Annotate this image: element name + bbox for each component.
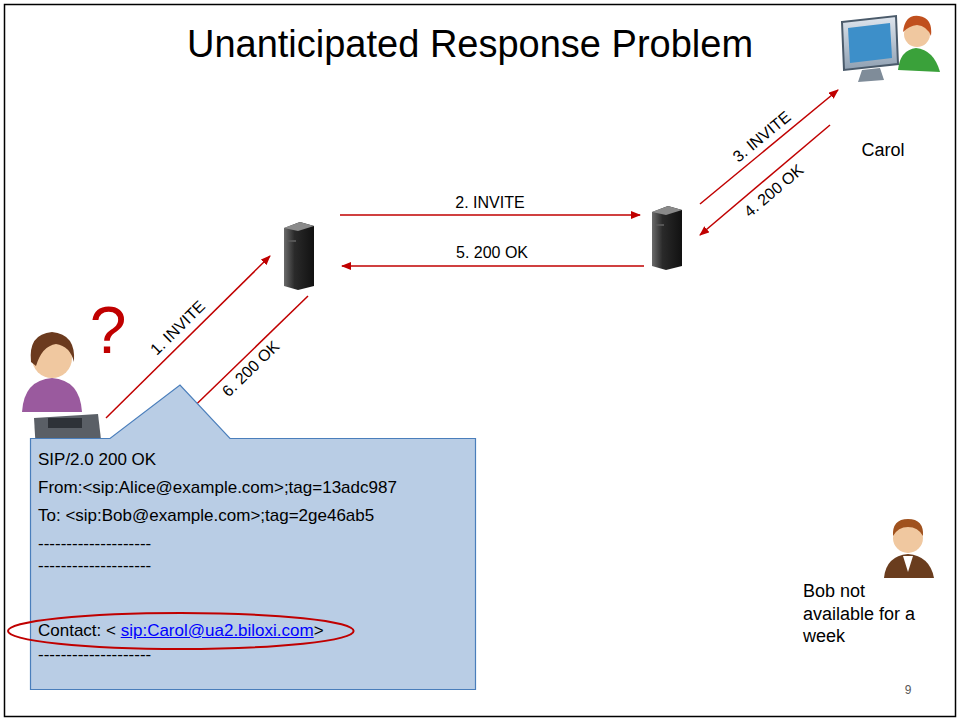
carol-icon	[842, 16, 940, 82]
sip-header-line: Contact: < sip:Carol@ua2.biloxi.com>	[38, 621, 324, 641]
message-label: 4. 200 OK	[741, 161, 808, 221]
message-label: 1. INVITE	[147, 297, 209, 359]
message-label: 3. INVITE	[730, 108, 795, 166]
message-label: 6. 200 OK	[219, 337, 283, 400]
bob-icon	[884, 519, 934, 578]
question-mark: ?	[90, 292, 127, 368]
sip-header-line: --------------------	[38, 534, 151, 554]
slide-number: 9	[905, 683, 912, 697]
slide-title: Unanticipated Response Problem	[187, 23, 753, 66]
sip-header-line: From:<sip:Alice@example.com>;tag=13adc98…	[38, 478, 397, 498]
sip-header-line: --------------------	[38, 645, 151, 665]
proxy-server-1	[284, 222, 314, 290]
sip-message-callout: SIP/2.0 200 OK From:<sip:Alice@example.co…	[30, 438, 476, 690]
callout-outline	[31, 385, 476, 690]
highlight-ellipse	[8, 613, 354, 649]
note: Bob not available for a week	[803, 580, 921, 648]
message-label: 5. 200 OK	[456, 244, 528, 262]
message-label: 2. INVITE	[455, 194, 524, 212]
entity-name: Carol	[861, 140, 904, 161]
sip-header-line: SIP/2.0 200 OK	[38, 450, 156, 470]
slide-border	[5, 5, 956, 717]
proxy-server-2	[652, 206, 682, 270]
sip-header-line: To: <sip:Bob@example.com>;tag=2ge46ab5	[38, 506, 374, 526]
sip-header-line: --------------------	[38, 556, 151, 576]
message-arrows	[106, 90, 838, 424]
